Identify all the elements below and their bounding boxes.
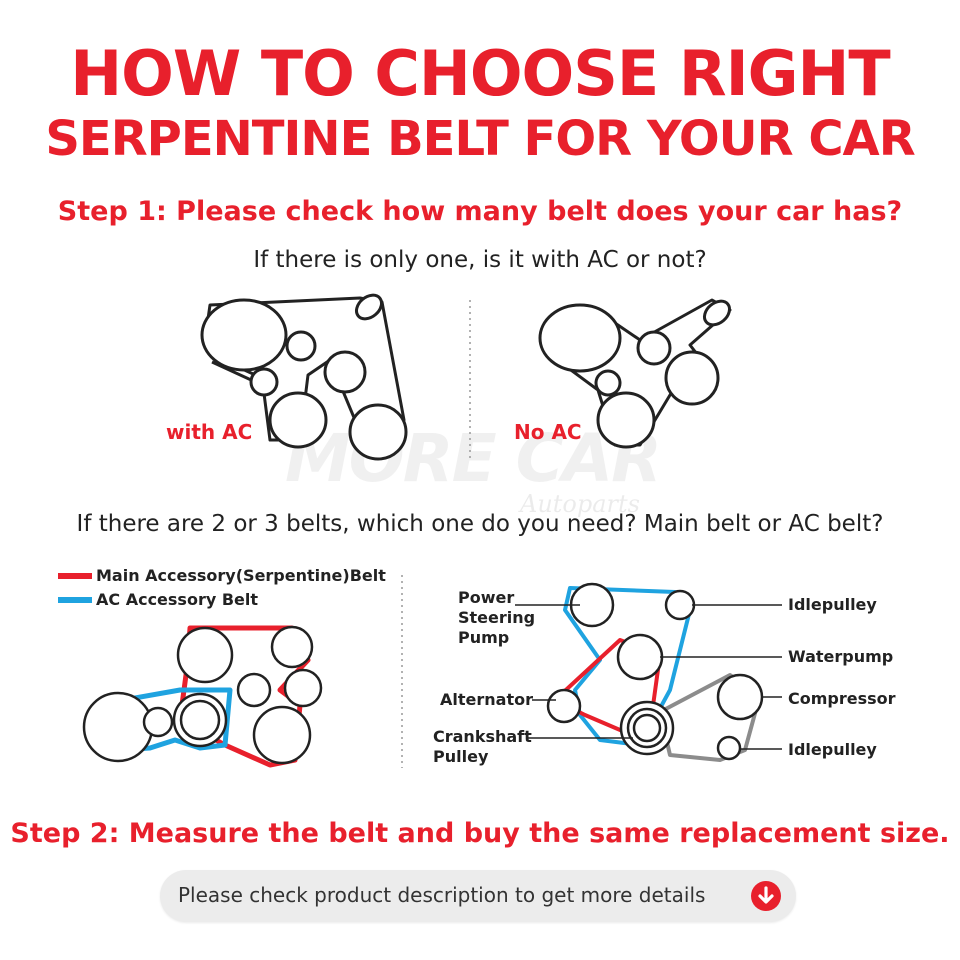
no-ac-pulley-1 bbox=[538, 303, 622, 373]
label-idlepulley-top: Idlepulley bbox=[788, 595, 877, 614]
with-ac-pulley-3 bbox=[249, 367, 279, 397]
no-ac-pulley-6 bbox=[702, 299, 732, 327]
step1-heading: Step 1: Please check how many belt does … bbox=[57, 196, 903, 227]
details-callout[interactable]: Please check product description to get … bbox=[160, 870, 796, 922]
label-power-steering-line2: Steering bbox=[458, 608, 536, 627]
with-ac-label: with AC bbox=[166, 420, 253, 444]
three-belt-diagram bbox=[546, 582, 764, 762]
label-compressor: Compressor bbox=[788, 689, 896, 708]
with-ac-pulley-6 bbox=[348, 403, 408, 461]
compressor-pulley bbox=[716, 673, 764, 721]
label-power-steering: Power Steering Pump bbox=[458, 588, 535, 648]
two-belt-pulley-5 bbox=[82, 691, 154, 763]
crankshaft-pulley-core bbox=[632, 713, 662, 743]
with-ac-pulley-1 bbox=[200, 298, 288, 372]
with-ac-pulley-2 bbox=[285, 330, 317, 362]
waterpump-pulley bbox=[616, 633, 664, 681]
legend-main-belt: Main Accessory(Serpentine)Belt bbox=[96, 566, 386, 585]
two-belt-pulley-2 bbox=[270, 625, 314, 669]
two-belt-pulley-3 bbox=[236, 672, 272, 708]
no-ac-pulley-2 bbox=[636, 330, 672, 366]
no-ac-pulley-4 bbox=[664, 350, 720, 406]
watermark-subtext: Autoparts bbox=[520, 490, 640, 518]
no-ac-pulley-3 bbox=[594, 369, 622, 397]
no-ac-pulley-5 bbox=[596, 391, 656, 449]
label-alternator: Alternator bbox=[440, 690, 533, 709]
label-crankshaft-line1: Crankshaft bbox=[433, 727, 532, 746]
step2-heading: Step 2: Measure the belt and buy the sam… bbox=[10, 818, 950, 849]
label-power-steering-line3: Pump bbox=[458, 628, 510, 647]
page-title-line1: HOW TO CHOOSE RIGHT bbox=[70, 37, 890, 110]
two-belt-diagram bbox=[82, 625, 323, 768]
alternator-pulley bbox=[546, 688, 582, 724]
multi-belt-question: If there are 2 or 3 belts, which one do … bbox=[76, 511, 884, 537]
two-belt-pulley-8 bbox=[252, 705, 312, 765]
label-idlepulley-bottom: Idlepulley bbox=[788, 740, 877, 759]
label-crankshaft-line2: Pulley bbox=[433, 747, 489, 766]
label-waterpump: Waterpump bbox=[788, 647, 894, 666]
with-ac-pulley-7 bbox=[354, 293, 384, 321]
page-title-line2: SERPENTINE BELT FOR YOUR CAR bbox=[45, 111, 915, 167]
with-ac-pulley-5 bbox=[268, 391, 328, 449]
idle-pulley-top bbox=[664, 589, 696, 621]
leader-lines bbox=[515, 604, 782, 750]
idle-pulley-bottom bbox=[716, 735, 742, 761]
with-ac-pulley-4 bbox=[323, 350, 367, 394]
legend-ac-belt: AC Accessory Belt bbox=[96, 590, 259, 609]
details-callout-text: Please check product description to get … bbox=[178, 883, 706, 907]
step1-question: If there is only one, is it with AC or n… bbox=[253, 247, 707, 273]
two-belt-pulley-1 bbox=[176, 626, 234, 684]
two-belt-pulley-4 bbox=[283, 668, 323, 708]
no-ac-label: No AC bbox=[514, 420, 582, 444]
watermark-text: MORE CAR bbox=[285, 420, 662, 497]
two-belt-pulley-6 bbox=[142, 706, 174, 738]
no-ac-diagram bbox=[538, 298, 732, 449]
with-ac-diagram bbox=[200, 293, 408, 461]
arrow-down-circle-icon[interactable] bbox=[750, 880, 782, 916]
label-power-steering-line1: Power bbox=[458, 588, 515, 607]
two-belt-pulley-7-inner bbox=[179, 699, 221, 741]
label-crankshaft: Crankshaft Pulley bbox=[433, 727, 532, 767]
